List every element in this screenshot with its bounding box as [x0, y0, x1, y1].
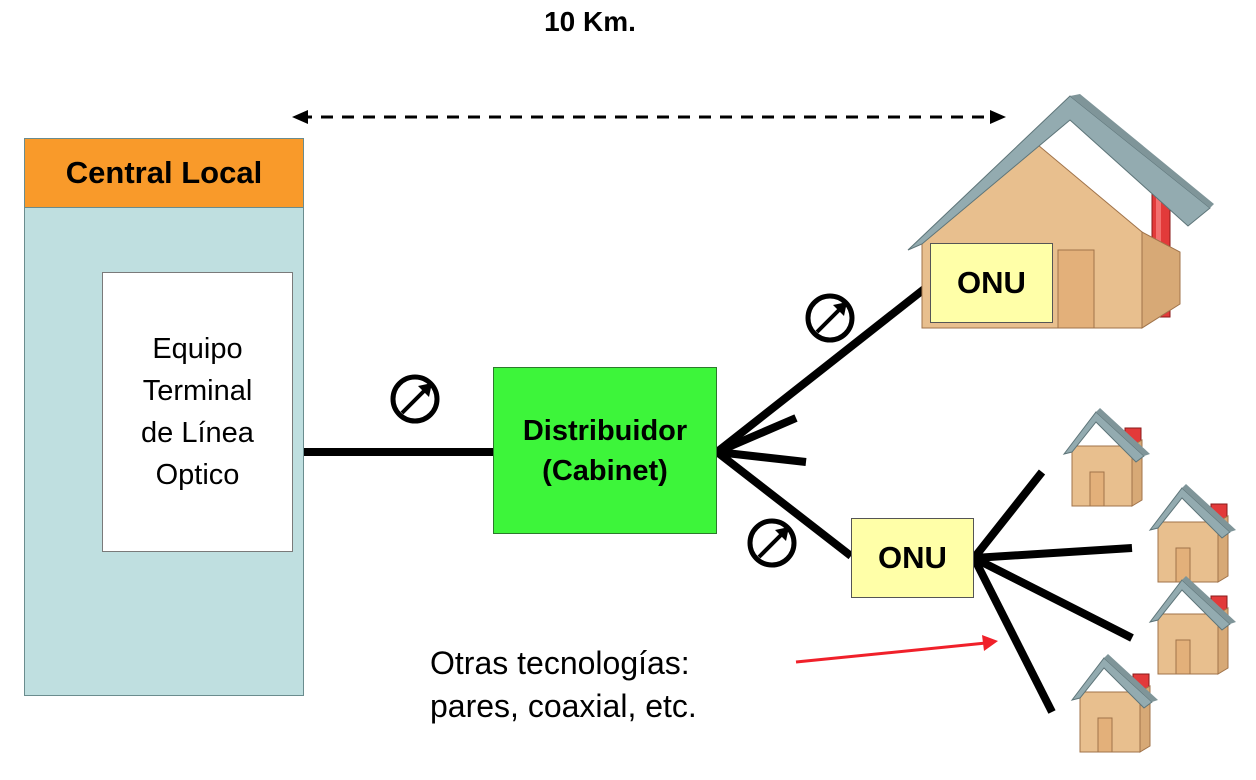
house-icon [1149, 483, 1237, 583]
central-local-box: Central Local Equipo Terminal de Línea O… [24, 138, 304, 696]
olt-label-line: Optico [155, 459, 240, 491]
house-icon [1063, 407, 1151, 507]
distributor-cabinet-box: Distribuidor (Cabinet) [493, 367, 717, 534]
olt-label-line: Terminal [142, 375, 253, 407]
olt-label-line: Equipo [152, 333, 243, 365]
onu-curb-box: ONU [851, 518, 974, 598]
optical-meter-icon [747, 518, 797, 568]
link-distributor-house [714, 282, 931, 456]
distributor-label-line: Distribuidor [522, 414, 688, 447]
house-icon [1149, 575, 1237, 675]
link-spare-2 [716, 448, 807, 466]
fiber-links [304, 282, 931, 560]
house-icon [907, 94, 1214, 329]
dashed-double-arrow-icon [292, 110, 1006, 124]
distributor-label-line: (Cabinet) [542, 454, 668, 487]
onu-house-box: ONU [930, 243, 1053, 323]
drop-links [970, 469, 1134, 714]
central-local-title: Central Local [25, 139, 303, 208]
olt-equipment-box: Equipo Terminal de Línea Optico [102, 272, 293, 552]
link-distributor-onu [714, 448, 854, 560]
caption-line: pares, coaxial, etc. [430, 688, 697, 724]
optical-meter-icon [390, 374, 440, 424]
red-arrow-icon [795, 635, 998, 664]
optical-meter-icon [805, 293, 855, 343]
other-technologies-caption: Otras tecnologías: pares, coaxial, etc. [430, 642, 697, 728]
house-icon [1071, 653, 1159, 753]
olt-label-line: de Línea [141, 417, 254, 449]
link-spare-1 [715, 414, 798, 456]
distance-label: 10 Km. [544, 6, 636, 37]
caption-line: Otras tecnologías: [430, 645, 690, 681]
